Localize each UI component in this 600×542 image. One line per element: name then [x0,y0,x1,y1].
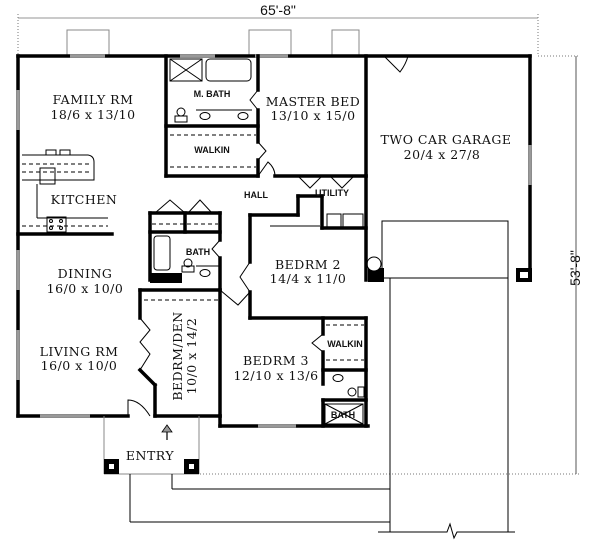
site-lines [129,278,515,540]
bedroom3-label: BEDRM 3 [243,353,309,368]
entry-label: ENTRY [126,448,174,463]
depth-label: 53'-8" [567,250,583,286]
master-bed-label: MASTER BED [266,94,361,109]
master-bath-label: M. BATH [194,89,231,99]
roof-projections [66,29,360,57]
kitchen-label: KITCHEN [51,192,118,207]
interior-walls [16,54,370,428]
fixtures [22,58,365,425]
family-room-dims: 18/6 x 13/10 [50,107,135,122]
living-room-dims: 16/0 x 10/0 [41,358,118,373]
family-room-label: FAMILY RM [53,92,134,107]
utility-label: UTILITY [315,188,349,198]
bedroom3-walkin-label: WALKIN [327,339,363,349]
bedroom-den-label: BEDRM/DEN [170,311,185,400]
bedroom2-label: BEDRM 2 [275,257,341,272]
entry-porch [103,416,200,475]
bedroom3-bath-label: BATH [331,410,355,420]
hall-label: HALL [244,190,268,200]
dining-label: DINING [58,266,113,281]
garage-dims: 20/4 x 27/8 [404,147,481,162]
doors [127,55,409,417]
exterior-walls [16,54,532,418]
bedroom-den-dims: 10/0 x 14/2 [184,318,199,395]
width-dimension: 65'-8" [17,2,539,56]
bedroom2-dims: 14/4 x 11/0 [270,271,347,286]
master-walkin-label: WALKIN [194,145,230,155]
width-label: 65'-8" [260,2,296,18]
dining-dims: 16/0 x 10/0 [47,281,124,296]
bath-label: BATH [186,247,210,257]
room-labels: FAMILY RM 18/6 x 13/10 M. BATH MASTER BE… [40,89,512,463]
garage-label: TWO CAR GARAGE [381,132,512,147]
living-room-label: LIVING RM [40,344,119,359]
master-bed-dims: 13/10 x 15/0 [270,108,355,123]
bedroom3-dims: 12/10 x 13/6 [233,368,318,383]
